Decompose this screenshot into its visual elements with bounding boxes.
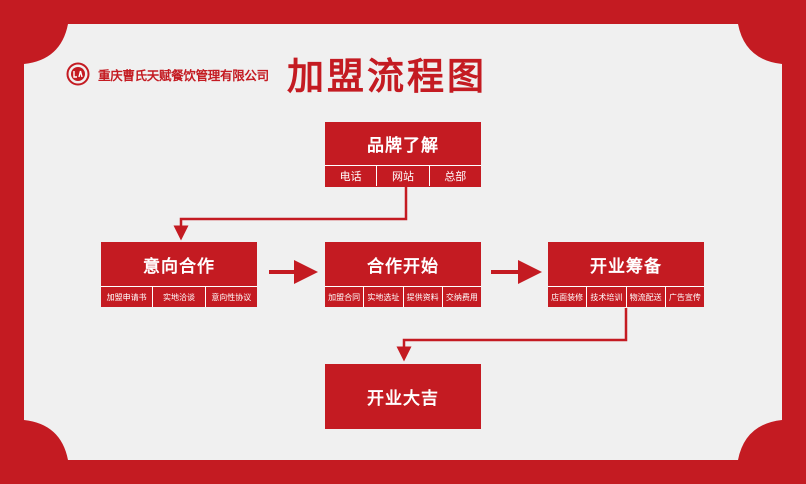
step-prepare: 开业筹备 店面装修 技术培训 物流配送 广告宣传: [548, 242, 704, 307]
step-prepare-subitems: 店面装修 技术培训 物流配送 广告宣传: [548, 286, 704, 307]
step-cooperate-sub-site: 实地选址: [363, 287, 402, 307]
step-brand-subitems: 电话 网站 总部: [325, 165, 481, 186]
step-cooperate: 合作开始 加盟合同 实地选址 提供资料 交纳费用: [325, 242, 481, 307]
step-intent-sub-agreement: 意向性协议: [204, 287, 257, 307]
step-prepare-sub-advertising: 广告宣传: [664, 287, 704, 307]
step-cooperate-subitems: 加盟合同 实地选址 提供资料 交纳费用: [325, 286, 481, 307]
company-name: 重庆曹氏天赋餐饮管理有限公司: [98, 67, 269, 83]
step-prepare-sub-decoration: 店面装修: [551, 292, 584, 302]
step-cooperate-sub-materials: 提供资料: [402, 287, 442, 307]
step-intent-sub-negotiation: 实地洽谈: [152, 287, 204, 307]
step-cooperate-sub-contract: 加盟合同: [328, 292, 361, 302]
step-prepare-title: 开业筹备: [590, 256, 662, 277]
step-intent-title: 意向合作: [143, 256, 215, 277]
step-prepare-sub-training: 技术培训: [586, 287, 625, 307]
step-intent: 意向合作 加盟申请书 实地洽谈 意向性协议: [101, 242, 257, 307]
page-title: 加盟流程图: [287, 55, 487, 98]
company-logo-block: 重庆曹氏天赋餐饮管理有限公司: [66, 62, 269, 86]
step-cooperate-title: 合作开始: [367, 256, 439, 277]
step-brand-title: 品牌了解: [367, 136, 439, 156]
step-brand-sub-hq: 总部: [428, 166, 481, 186]
step-open-title: 开业大吉: [367, 389, 439, 409]
step-intent-sub-application: 加盟申请书: [106, 292, 147, 302]
step-cooperate-sub-fees: 交纳费用: [441, 287, 481, 307]
connector-brand-to-intent: [173, 187, 408, 241]
step-prepare-sub-logistics: 物流配送: [625, 287, 665, 307]
step-brand-sub-website: 网站: [376, 166, 428, 186]
step-brand-sub-phone: 电话: [339, 170, 362, 183]
connector-prepare-to-open: [396, 308, 628, 362]
step-brand: 品牌了解 电话 网站 总部: [325, 122, 481, 187]
step-intent-subitems: 加盟申请书 实地洽谈 意向性协议: [101, 286, 257, 307]
company-logo-icon: [66, 62, 90, 86]
step-open: 开业大吉: [325, 364, 481, 429]
